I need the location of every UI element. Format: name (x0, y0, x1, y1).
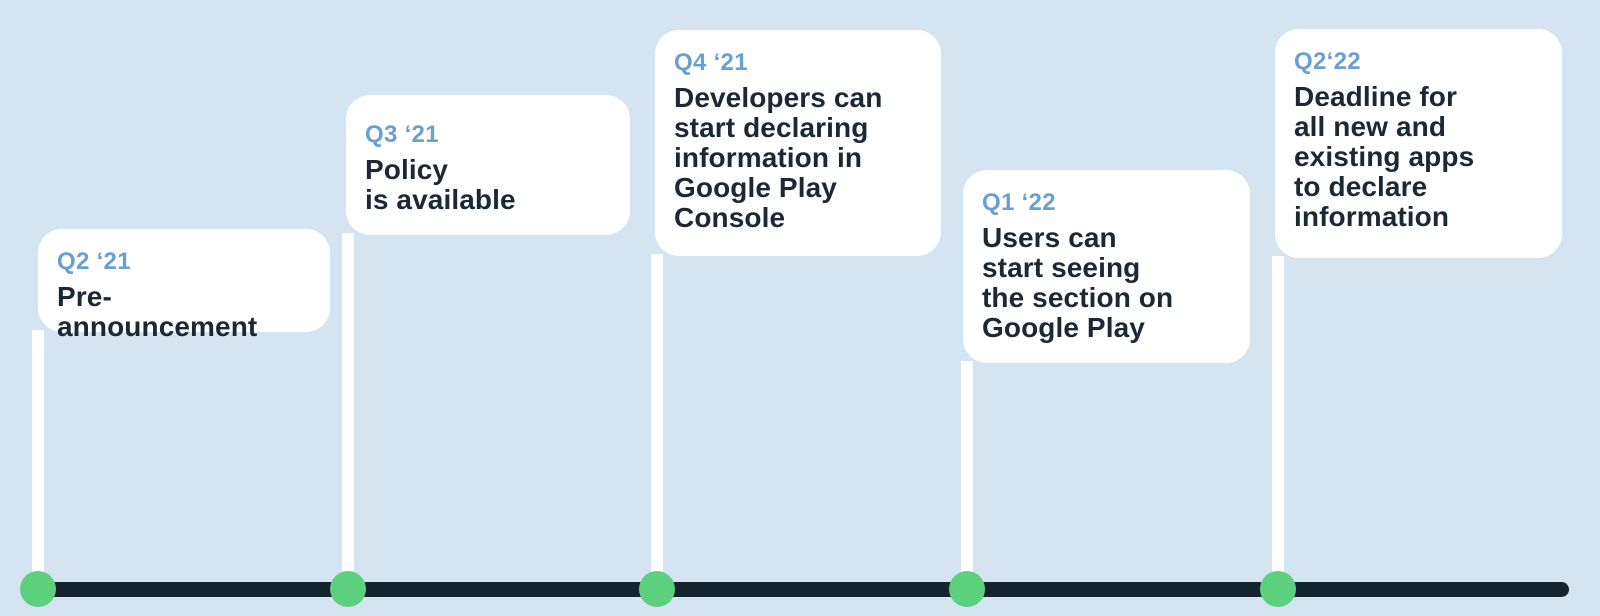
milestone-dot (949, 571, 985, 607)
quarter-label: Q2 ‘21 (57, 248, 131, 275)
quarter-label: Q2‘22 (1294, 48, 1361, 75)
milestone-card: Q4 ‘21 Developers can start declaring in… (655, 30, 941, 256)
milestone-dot (20, 571, 56, 607)
milestone-stem (342, 233, 354, 590)
milestone-stem (961, 361, 973, 590)
milestone-card: Q2 ‘21 Pre-announcement (38, 229, 330, 342)
quarter-label: Q4 ‘21 (674, 49, 748, 76)
milestone-caption: Developers can start declaring informati… (674, 82, 883, 233)
milestone-stem (651, 254, 663, 590)
quarter-label: Q1 ‘22 (982, 189, 1056, 216)
milestone-card: Q3 ‘21 Policy is available (346, 95, 630, 235)
milestone-caption: Pre-announcement (57, 281, 258, 342)
milestone-stem (1272, 256, 1284, 590)
milestone-caption: Deadline for all new and existing apps t… (1294, 81, 1475, 232)
milestone-caption: Users can start seeing the section on Go… (982, 222, 1174, 343)
timeline-bar (28, 582, 1569, 597)
quarter-label: Q3 ‘21 (365, 121, 439, 148)
milestone-dot (1260, 571, 1296, 607)
milestone-dot (639, 571, 675, 607)
milestone-card: Q1 ‘22 Users can start seeing the sectio… (963, 170, 1250, 363)
milestone-caption: Policy is available (365, 154, 516, 215)
milestone-dot (330, 571, 366, 607)
milestone-card: Q2‘22 Deadline for all new and existing … (1275, 29, 1562, 258)
milestone-stem (32, 330, 44, 590)
